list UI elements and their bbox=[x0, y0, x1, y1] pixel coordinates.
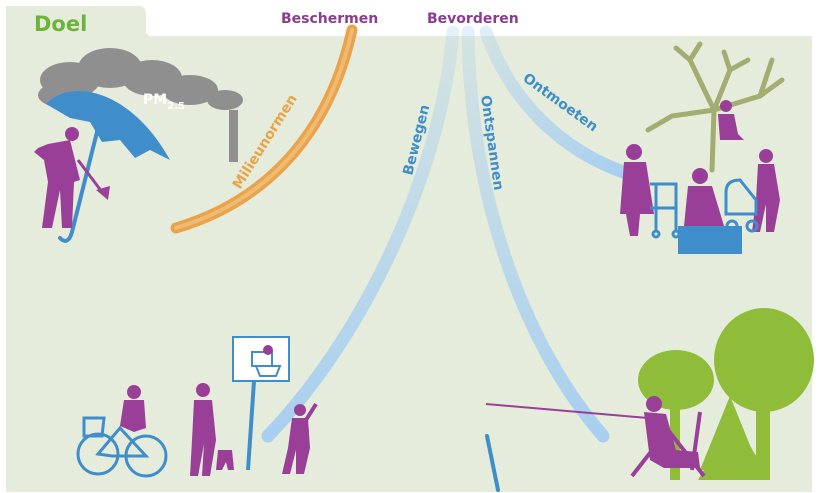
meeting-group-icon bbox=[620, 144, 780, 254]
ontmoeten-band bbox=[479, 25, 633, 180]
background-panel bbox=[6, 30, 812, 492]
basketball-hoop-icon bbox=[232, 336, 290, 471]
ontspannen-band bbox=[461, 25, 610, 443]
child-in-tree-icon bbox=[718, 100, 744, 140]
chimney-icon bbox=[229, 110, 238, 162]
umbrella-icon bbox=[46, 90, 170, 243]
walker-icon bbox=[650, 182, 681, 239]
walker-with-dog-icon bbox=[190, 383, 234, 476]
angler-icon bbox=[485, 396, 706, 478]
trees-icon bbox=[638, 308, 814, 480]
doel-tab-title: Doel bbox=[34, 12, 87, 36]
beschermen-label: Beschermen bbox=[281, 11, 378, 27]
pram-icon bbox=[724, 178, 759, 233]
doel-tab bbox=[6, 6, 146, 36]
bare-tree-icon bbox=[645, 41, 785, 173]
cyclist-icon bbox=[76, 385, 168, 478]
extra-blue-stroke bbox=[485, 434, 500, 492]
bevorderen-label: Bevorderen bbox=[427, 11, 519, 27]
child-playing-icon bbox=[282, 402, 318, 474]
pm-label: PM2.5 bbox=[143, 92, 185, 112]
person-shovel-icon bbox=[34, 127, 110, 228]
bewegen-band bbox=[261, 25, 460, 443]
